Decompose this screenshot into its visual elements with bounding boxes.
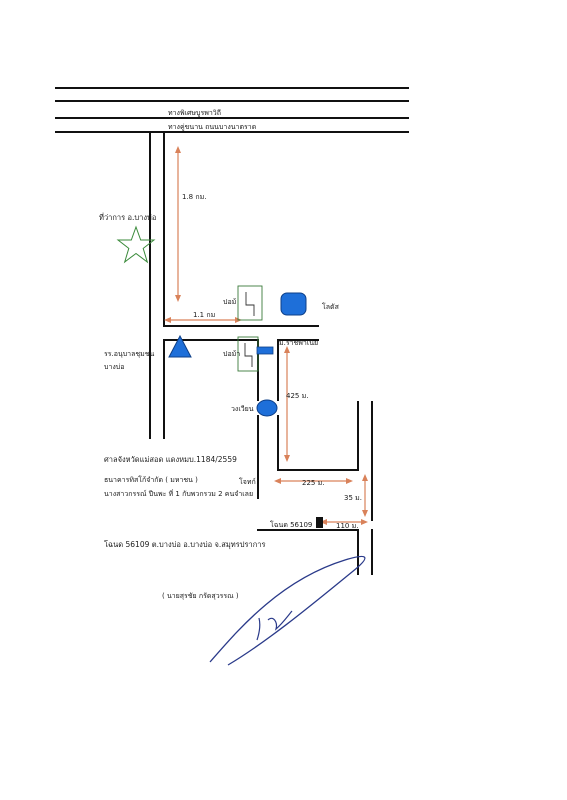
distance-label-horizontal-small: 110 ม.	[336, 522, 358, 530]
distance-arrow-vertical-small	[362, 474, 368, 517]
distance-arrow-horizontal-mid	[274, 478, 353, 484]
distance-label-vertical-mid: 425 ม.	[286, 392, 308, 400]
distance-label-horizontal-mid: 225 ม.	[302, 479, 324, 487]
center-vertical-road	[257, 339, 373, 521]
main-road-label: ทางพิเศษบูรพาวิถี	[168, 109, 221, 117]
district-office-label: ที่ว่าการ อ.บางบ่อ	[99, 212, 156, 222]
lotus-store-icon	[280, 292, 307, 316]
top-roads	[55, 87, 409, 133]
distance-arrow-vertical-top	[175, 146, 181, 302]
side-road-label: ทางคู่ขนาน ถนนบางนาตราด	[168, 123, 256, 131]
school-label-line1: รร.อนุบาลชุมชน	[104, 350, 155, 358]
district-office-star-icon	[116, 225, 156, 264]
school-triangle-icon	[168, 334, 192, 358]
roundabout-icon	[256, 399, 278, 417]
school-label-line2: บางบ่อ	[104, 363, 124, 371]
distance-arrow-vertical-mid	[284, 346, 290, 462]
distance-label-vertical-top: 1.8 กม.	[182, 193, 206, 201]
gas-station-bottom-icon	[237, 336, 259, 372]
bottom-roads	[257, 529, 373, 575]
distance-label-vertical-small: 35 ม.	[344, 494, 362, 502]
bank-note: ธนาคารทิสโก้จำกัด ( มหาชน )	[104, 475, 198, 484]
distance-label-horizontal-top: 1.1 กม	[193, 311, 215, 319]
ratchaburi-marker-icon	[256, 346, 274, 355]
left-vertical-road	[149, 131, 319, 439]
lotus-label: โลตัส	[322, 302, 340, 311]
gas-station-bottom-label: ปอม้า	[223, 350, 240, 358]
deed-marker-label: โฉนด 56109	[270, 520, 312, 529]
distance-arrow-horizontal-small	[320, 519, 368, 525]
owner-note: นางสาวกรรณ์ ปีนพะ ที่ 1 กับพวกรวม 2 คนจำ…	[104, 489, 253, 498]
court-note: ศาลจังหวัดแม่สอด แดงหมบ.1184/2559	[104, 455, 237, 464]
ratchaburi-label: ม.ราชพาเนีย	[279, 339, 318, 347]
junction-label: โจทก์	[239, 477, 256, 486]
gas-station-top-label: ปอม้	[223, 298, 236, 306]
gas-station-top-icon	[237, 285, 263, 321]
deed-marker-icon	[316, 517, 323, 528]
deed-full-note: โฉนด 56109 ต.บางบ่อ อ.บางบ่อ จ.สมุทรปราก…	[104, 540, 266, 549]
signature-mark	[209, 555, 366, 666]
roundabout-label: วงเวียน	[231, 405, 254, 413]
signer-note: ( นายสุรชัย กรัดสุวรรณ )	[162, 592, 239, 600]
